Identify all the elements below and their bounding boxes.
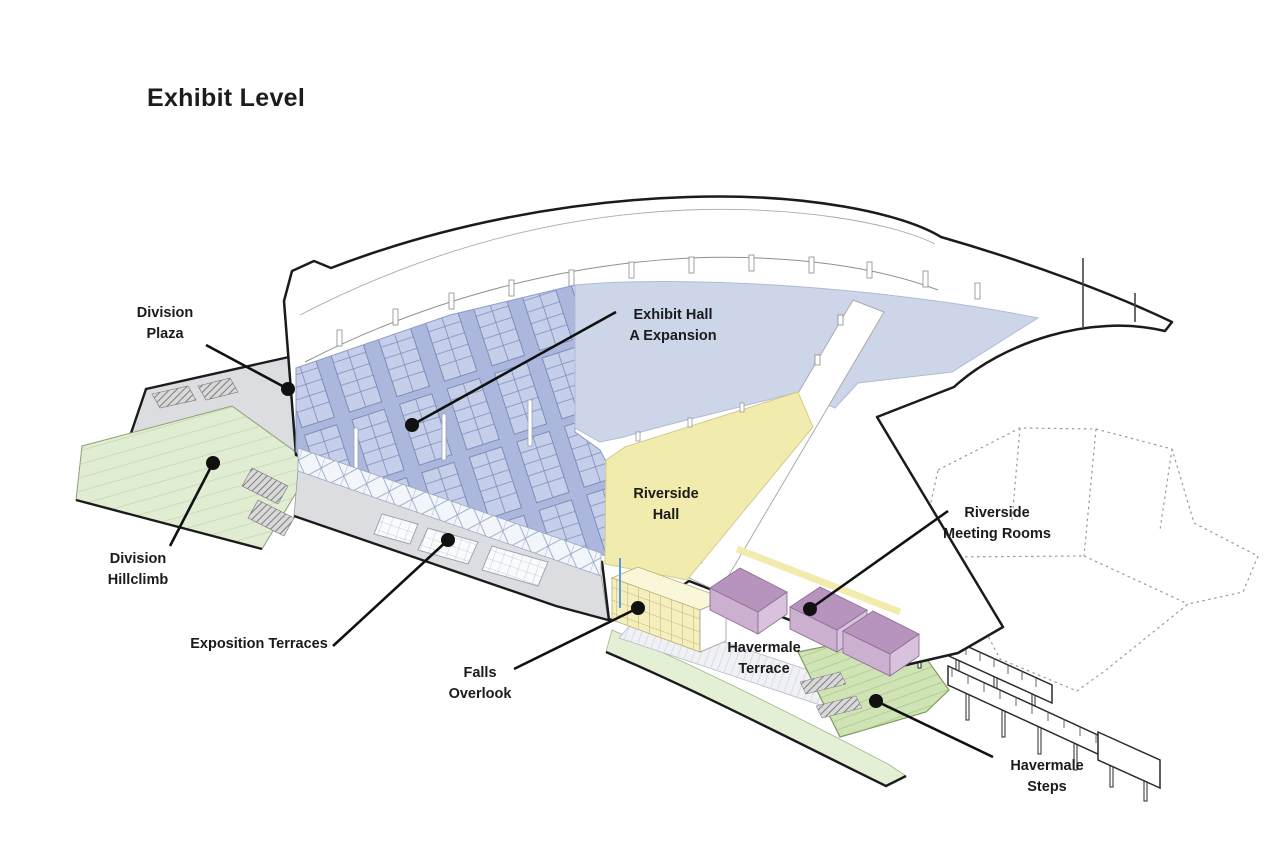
dot-exhibit-hall: [405, 418, 419, 432]
label-riverside-meeting-rooms: Riverside Meeting Rooms: [943, 505, 1051, 542]
page-title: Exhibit Level: [147, 84, 306, 112]
dot-falls-overlook: [631, 601, 645, 615]
label-falls-overlook: Falls Overlook: [448, 665, 512, 702]
leader-division-plaza: [205, 343, 289, 391]
riverside-meeting-rooms: [709, 545, 920, 677]
roof-masts: [1082, 258, 1136, 327]
riverwalk-band: [605, 629, 907, 788]
leader-havermale-steps: [875, 699, 994, 759]
leader-lines: [168, 310, 994, 759]
exhibit-expansion-floor: [574, 281, 1040, 443]
division-hillclimb-area: [75, 405, 311, 551]
dot-havermale-steps: [869, 694, 883, 708]
leader-exhibit-hall: [411, 310, 617, 427]
label-division-plaza: Division Plaza: [136, 305, 194, 342]
label-division-hillclimb: Division Hillclimb: [107, 551, 169, 588]
roof-columns: [336, 254, 981, 347]
leader-division-hillclimb: [168, 462, 215, 547]
leader-exposition-terraces: [332, 539, 449, 647]
label-havermale-terrace: Havermale Terrace: [727, 640, 801, 677]
callout-dots: [206, 382, 883, 708]
dot-division-hillclimb: [206, 456, 220, 470]
label-exhibit-hall-a-expansion: Exhibit Hall A Expansion: [629, 307, 717, 344]
label-havermale-steps: Havermale Steps: [1010, 758, 1084, 795]
riverside-hall-area: [604, 391, 814, 581]
leader-riverside-meeting-rooms: [809, 509, 949, 611]
south-facade-glazing: [297, 447, 602, 577]
leader-falls-overlook: [513, 606, 639, 671]
meeting-room-corridor: [735, 545, 902, 616]
dot-division-plaza: [281, 382, 295, 396]
label-exposition-terraces: Exposition Terraces: [190, 636, 328, 652]
label-riverside-hall: Riverside Hall: [633, 486, 699, 523]
dot-exposition-terraces: [441, 533, 455, 547]
dot-riverside-meeting-rooms: [803, 602, 817, 616]
